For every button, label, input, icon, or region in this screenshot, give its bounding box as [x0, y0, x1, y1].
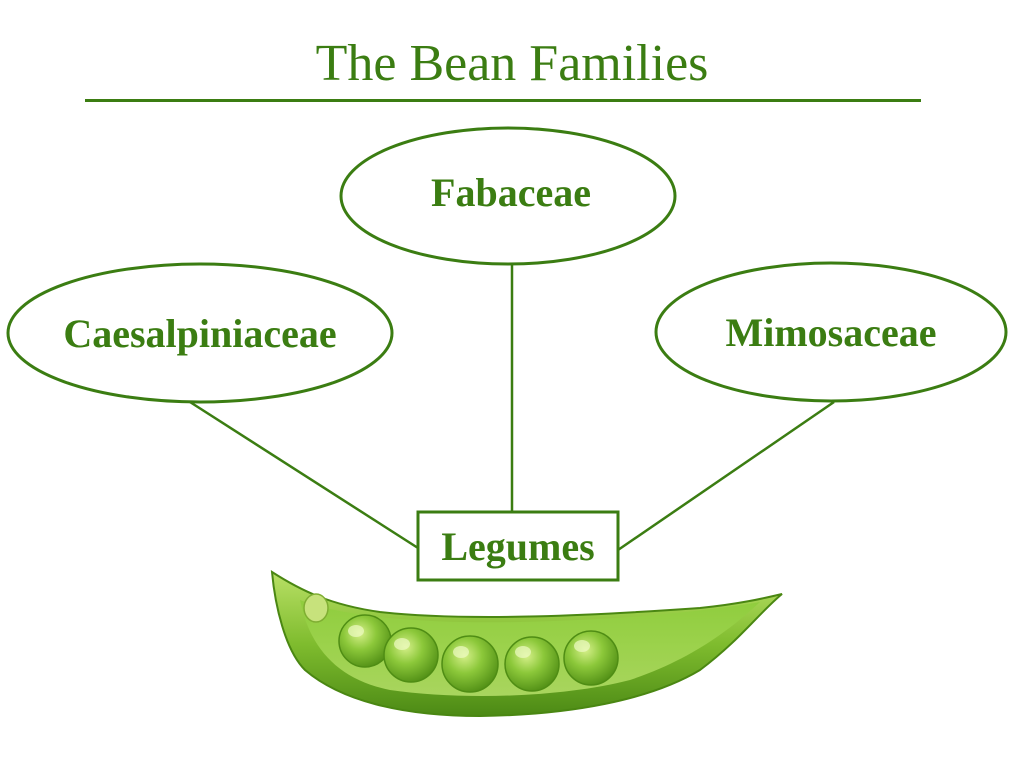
- node-fabaceae: Fabaceae: [339, 126, 677, 266]
- pea-pod-illustration: [270, 570, 783, 718]
- pea-stem-stub: [303, 593, 329, 623]
- title-divider: [85, 99, 921, 102]
- pea-4: [504, 636, 560, 692]
- node-legumes-shape: [416, 510, 620, 582]
- slide-title: The Bean Families: [315, 35, 709, 92]
- pea-5: [563, 630, 619, 686]
- pea-1: [338, 614, 392, 668]
- edge-legumes-mimosaceae: [617, 400, 835, 552]
- node-mimosaceae-label: Mimosaceae: [725, 310, 936, 355]
- node-caesalpiniaceae-shape: [6, 262, 394, 404]
- node-legumes-label: Legumes: [441, 524, 594, 569]
- node-legumes: Legumes: [416, 510, 620, 582]
- edge-legumes-caesalpiniaceae: [189, 400, 419, 550]
- pea-2: [383, 627, 439, 683]
- node-mimosaceae-shape: [654, 261, 1008, 403]
- node-caesalpiniaceae-label: Caesalpiniaceae: [63, 311, 336, 356]
- pea-3: [441, 635, 499, 693]
- node-fabaceae-shape: [339, 126, 677, 266]
- node-mimosaceae: Mimosaceae: [654, 261, 1008, 403]
- node-caesalpiniaceae: Caesalpiniaceae: [6, 262, 394, 404]
- node-fabaceae-label: Fabaceae: [431, 170, 591, 215]
